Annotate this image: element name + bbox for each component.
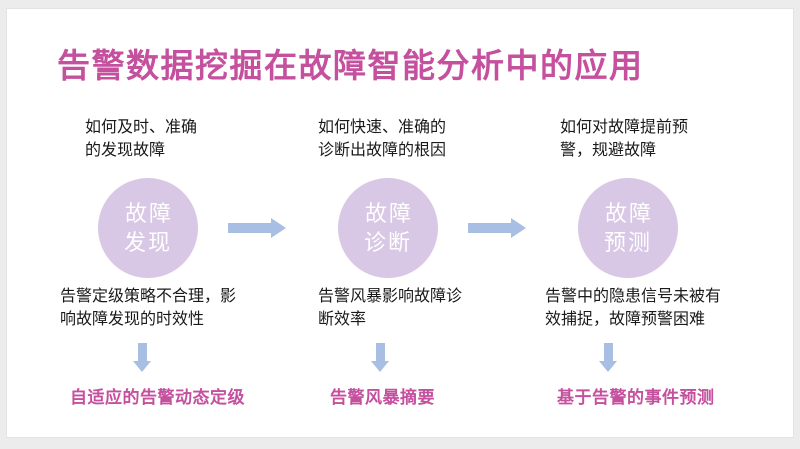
slide: 告警数据挖掘在故障智能分析中的应用 如何及时、准确 的发现故障 如何快速、准确的… bbox=[7, 9, 793, 437]
arrow-shaft bbox=[468, 223, 511, 233]
problem-fault-diagnosis: 告警风暴影响故障诊 断效率 bbox=[318, 288, 463, 328]
stage-circle-fault-prediction: 故障 预测 bbox=[578, 178, 678, 278]
slide-title: 告警数据挖掘在故障智能分析中的应用 bbox=[57, 47, 644, 84]
arrow-shaft bbox=[375, 343, 385, 361]
question-fault-discovery: 如何及时、准确 的发现故障 bbox=[85, 119, 198, 159]
solution-alarm-based-event-prediction: 基于告警的事件预测 bbox=[557, 388, 715, 407]
arrow-head bbox=[511, 218, 526, 238]
question-fault-prediction: 如何对故障提前预 警，规避故障 bbox=[560, 119, 689, 159]
problem-fault-prediction: 告警中的隐患信号未被有 效捕捉，故障预警困难 bbox=[545, 288, 722, 328]
stage-circle-fault-discovery: 故障 发现 bbox=[98, 178, 198, 278]
arrow-head bbox=[133, 361, 151, 372]
arrow-head bbox=[599, 361, 617, 372]
arrow-shaft bbox=[137, 343, 147, 361]
arrow-shaft bbox=[603, 343, 613, 361]
arrow-down-icon bbox=[133, 343, 151, 373]
question-fault-diagnosis: 如何快速、准确的 诊断出故障的根因 bbox=[318, 119, 447, 159]
solution-alarm-storm-summary: 告警风暴摘要 bbox=[330, 388, 435, 407]
arrow-down-icon bbox=[599, 343, 617, 373]
stage-label: 故障 预测 bbox=[603, 201, 653, 255]
arrow-head bbox=[371, 361, 389, 372]
stage-circle-fault-diagnosis: 故障 诊断 bbox=[338, 178, 438, 278]
arrow-head bbox=[271, 218, 286, 238]
stage-label: 故障 发现 bbox=[123, 201, 173, 255]
arrow-shaft bbox=[228, 223, 271, 233]
arrow-right-icon bbox=[228, 218, 286, 238]
problem-fault-discovery: 告警定级策略不合理，影 响故障发现的时效性 bbox=[60, 288, 237, 328]
arrow-down-icon bbox=[371, 343, 389, 373]
solution-adaptive-alarm-grading: 自适应的告警动态定级 bbox=[70, 388, 245, 407]
arrow-right-icon bbox=[468, 218, 526, 238]
stage-label: 故障 诊断 bbox=[363, 201, 413, 255]
